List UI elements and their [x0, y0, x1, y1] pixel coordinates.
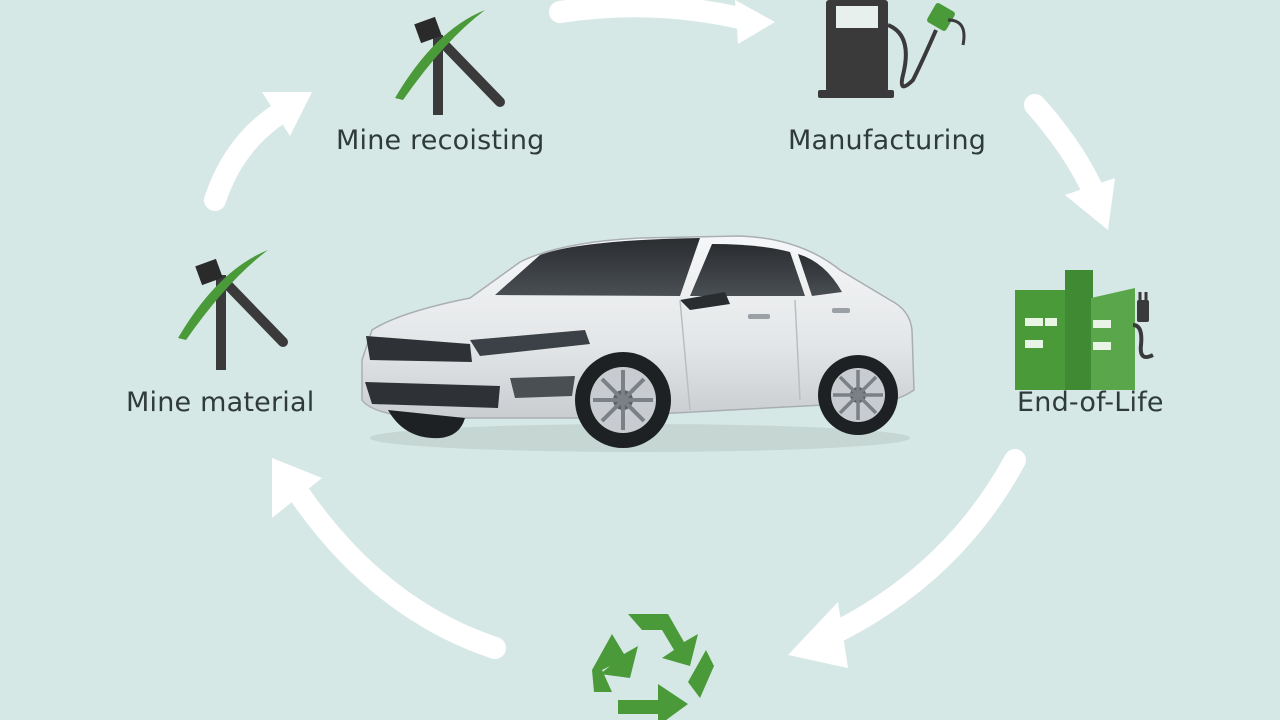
- fuel-pump-icon: [818, 0, 966, 98]
- factory-plug-icon: [1015, 270, 1154, 390]
- arrow-top-left-head: [262, 92, 312, 136]
- car-image: [361, 235, 915, 452]
- arrow-bottom-right-head: [788, 602, 848, 668]
- label-manufacturing: Manufacturing: [788, 125, 987, 156]
- label-end-of-life: End-of-Life: [1017, 387, 1164, 418]
- arrow-top-left: [204, 99, 296, 211]
- arrow-top: [549, 0, 751, 29]
- arrow-bottom-left: [289, 484, 506, 659]
- arrow-bottom-left-head: [272, 458, 322, 518]
- label-mine-material: Mine material: [126, 387, 315, 418]
- pickaxe-icon-left: [178, 250, 288, 370]
- arrow-bottom-right: [809, 449, 1026, 651]
- label-mine-recycling: Mine recoisting: [336, 125, 545, 156]
- pickaxe-icon: [395, 10, 505, 115]
- arrow-top-right-head: [1065, 178, 1115, 230]
- recycle-icon: [592, 614, 714, 720]
- arrow-top-right: [1024, 94, 1106, 206]
- arrow-top-head: [735, 0, 775, 44]
- cycle-arrows: [204, 0, 1115, 668]
